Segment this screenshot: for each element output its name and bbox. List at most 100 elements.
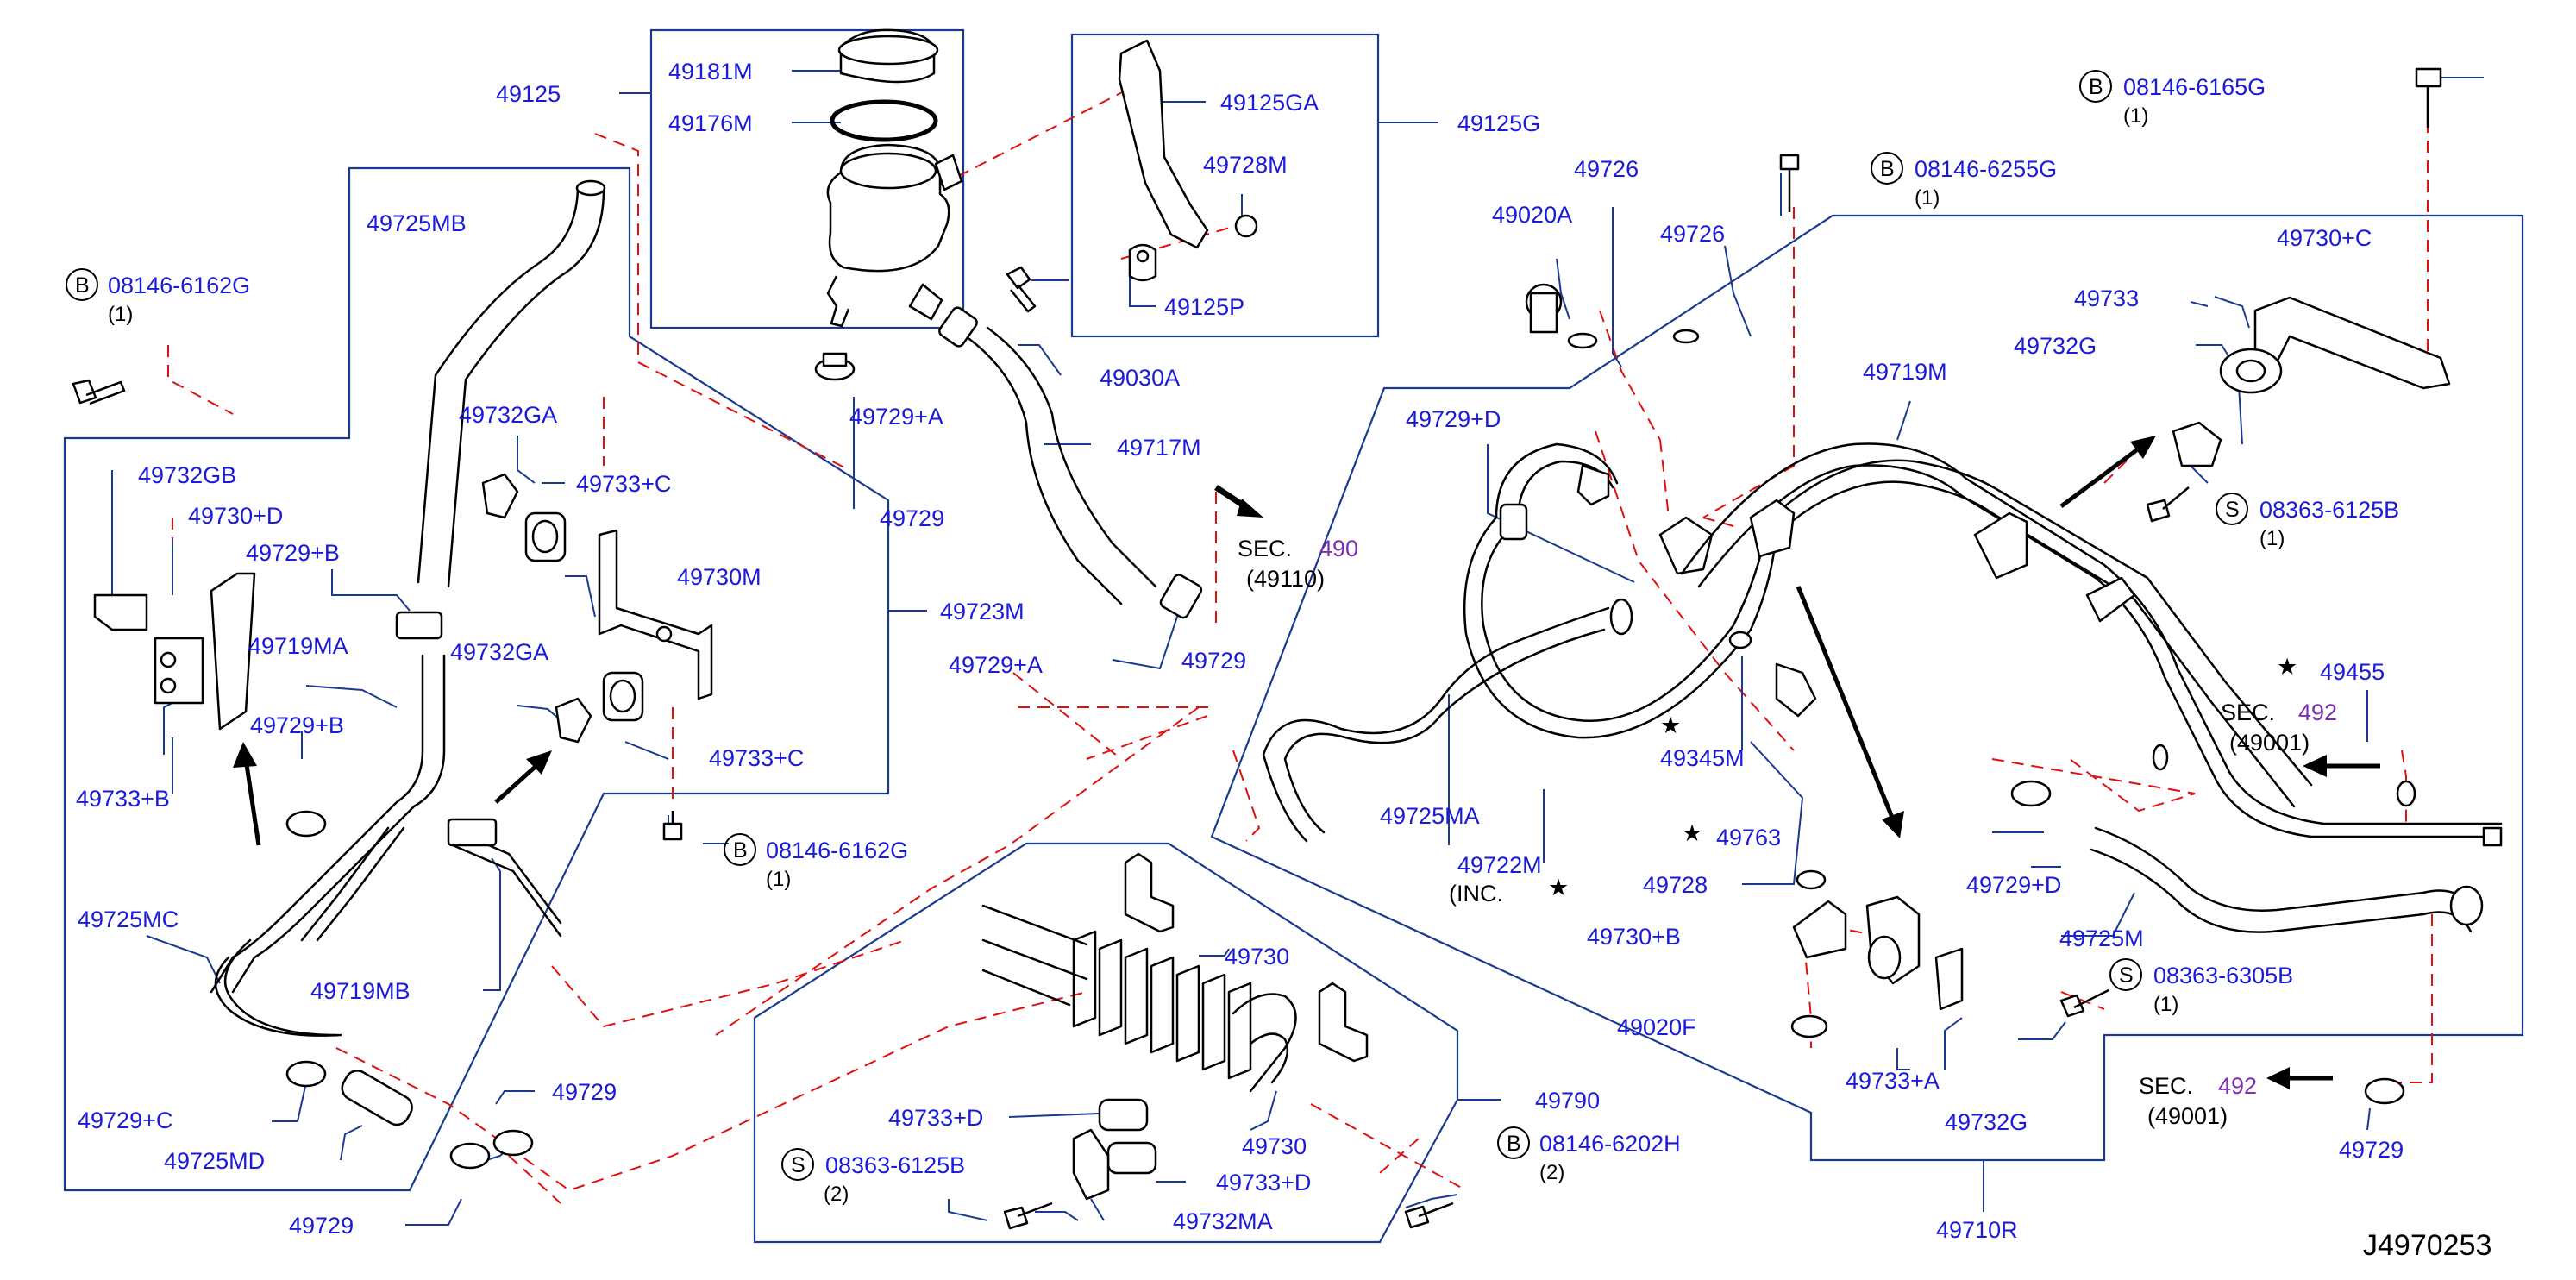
bolt-callout-s1: S 08363-6125B (1): [2216, 493, 2399, 550]
part-label: 49729: [1181, 648, 1246, 674]
alignment-dashes: [167, 90, 2433, 1204]
bolt-qty: (1): [2123, 104, 2148, 128]
cooler-group-outline: [753, 842, 1459, 1244]
part-label: 49719MA: [248, 633, 348, 659]
part-label: 49719MB: [310, 978, 411, 1004]
part-label: 49020A: [1492, 202, 1572, 228]
bolt-code: 08363-6125B: [2259, 497, 2399, 523]
clamps-49733c: [481, 473, 644, 744]
sec-sub: (49110): [1246, 566, 1325, 592]
section-reference-490[interactable]: SEC. 490 (49110): [1238, 536, 1358, 592]
part-label: 49730M: [677, 564, 762, 590]
bolt-callout-b4: B 08146-6165G (1): [2079, 70, 2266, 128]
bolt-code: 08146-6255G: [1915, 156, 2057, 182]
part-label: 49790: [1535, 1088, 1600, 1114]
star-icon: ★: [2277, 654, 2297, 680]
circle-letter: B: [75, 273, 90, 298]
bolts-small: [72, 67, 2442, 1230]
part-label: 49726: [1574, 156, 1639, 182]
star-icon: ★: [1682, 820, 1702, 846]
part-label: 49729: [2339, 1137, 2404, 1163]
bolt-qty: (1): [2153, 993, 2178, 1016]
circle-letter: B: [2089, 75, 2103, 99]
part-label: 49733: [2074, 285, 2139, 311]
part-label: 49181M: [668, 59, 753, 85]
part-label: 49733+B: [76, 786, 170, 812]
part-label: 49723M: [940, 599, 1025, 624]
part-label: 49730+B: [1587, 924, 1681, 950]
bracket-49730d: [93, 572, 256, 731]
right-group-outline: [1210, 214, 2524, 1162]
part-label: 49728M: [1203, 152, 1288, 178]
part-label: 49733+A: [1846, 1068, 1940, 1094]
diagram-code: J4970253: [2363, 1229, 2491, 1262]
part-label: 49729+D: [1966, 872, 2061, 898]
star-icon: ★: [1548, 875, 1569, 900]
clamps-49729bc: [285, 810, 534, 1170]
sec-number[interactable]: 492: [2298, 700, 2337, 725]
bolt-code: 08146-6162G: [108, 273, 250, 298]
part-label: 49729: [552, 1079, 617, 1105]
part-label: 49725MD: [164, 1148, 265, 1174]
bolt-callout-b1: B 08146-6162G (1): [66, 268, 250, 326]
direction-arrows: [233, 436, 2380, 1089]
part-label: 49125: [496, 81, 561, 107]
bolt-qty: (1): [766, 868, 791, 891]
part-label: 49455: [2320, 659, 2385, 685]
part-label: 49730: [1225, 944, 1289, 969]
part-label: 49125P: [1164, 294, 1244, 320]
bracket-group-box: [1070, 33, 1380, 338]
sec-number[interactable]: 490: [1319, 536, 1358, 562]
reservoir: [826, 28, 963, 328]
part-label: 49729+D: [1406, 406, 1501, 432]
part-label: 49732G: [2014, 333, 2097, 359]
bracket-49730m: [598, 529, 713, 700]
part-label: 49729+B: [246, 540, 340, 566]
part-label: 49725MC: [78, 907, 179, 932]
bolt-callout-b2: B 08146-6162G (1): [724, 833, 908, 891]
bolt-code: 08363-6305B: [2153, 963, 2293, 988]
hose-49717m: [938, 306, 1203, 619]
bracket-49125ga: [1118, 39, 1258, 282]
part-label: 49733+D: [888, 1105, 983, 1131]
part-label: 49020F: [1617, 1014, 1696, 1040]
bolt-callout-b3: B 08146-6255G (1): [1871, 152, 2057, 210]
part-label: 49725MB: [367, 210, 467, 236]
sec-number[interactable]: 492: [2218, 1073, 2257, 1099]
part-label: 49729: [289, 1213, 354, 1239]
bolt-qty: (1): [1915, 186, 1940, 210]
left-group-outline: [63, 166, 890, 1192]
section-reference-492-lower[interactable]: SEC. 492 (49001): [2139, 1073, 2257, 1129]
clamp-49729: [814, 352, 856, 381]
center-parts: [1525, 283, 2416, 1038]
bolt-qty: (2): [1539, 1161, 1564, 1184]
oil-cooler-49790: [981, 852, 1369, 1201]
bolt-callout-s3: S 08363-6125B (2): [781, 1148, 965, 1206]
sec-sub: (49001): [2229, 730, 2310, 756]
sec-prefix: SEC.: [2221, 700, 2275, 725]
reservoir-group-box: [649, 28, 965, 329]
part-label: 49732GA: [459, 402, 557, 428]
part-label: 49732G: [1945, 1109, 2028, 1135]
part-label: 49719M: [1863, 359, 1947, 385]
part-label: 49763: [1716, 825, 1781, 850]
part-label: 49729+A: [949, 652, 1043, 678]
bolt-code: 08146-6202H: [1539, 1131, 1681, 1157]
part-label: 49125G: [1457, 110, 1540, 136]
part-label: 49729: [880, 505, 944, 531]
part-label: 49710R: [1936, 1217, 2018, 1243]
return-tubes-49719m: [1658, 442, 2503, 847]
part-labels: 49125 49181M 49176M 49125GA 49125G 49728…: [76, 59, 2404, 1243]
bolt-code: 08146-6162G: [766, 838, 908, 863]
circle-letter: B: [1880, 157, 1895, 181]
bolt-code: 08363-6125B: [825, 1152, 965, 1178]
return-hose-49725m: [2010, 780, 2484, 1105]
bolt-qty: (2): [824, 1183, 849, 1206]
part-label: 49733+C: [576, 471, 671, 497]
tube-49719ma-mb: [210, 654, 562, 1037]
star-icon: ★: [1660, 712, 1681, 738]
part-label: 49730+C: [2277, 225, 2372, 251]
part-label: 49732MA: [1173, 1208, 1273, 1234]
section-reference-492-upper[interactable]: SEC. 492 (49001): [2221, 700, 2337, 756]
